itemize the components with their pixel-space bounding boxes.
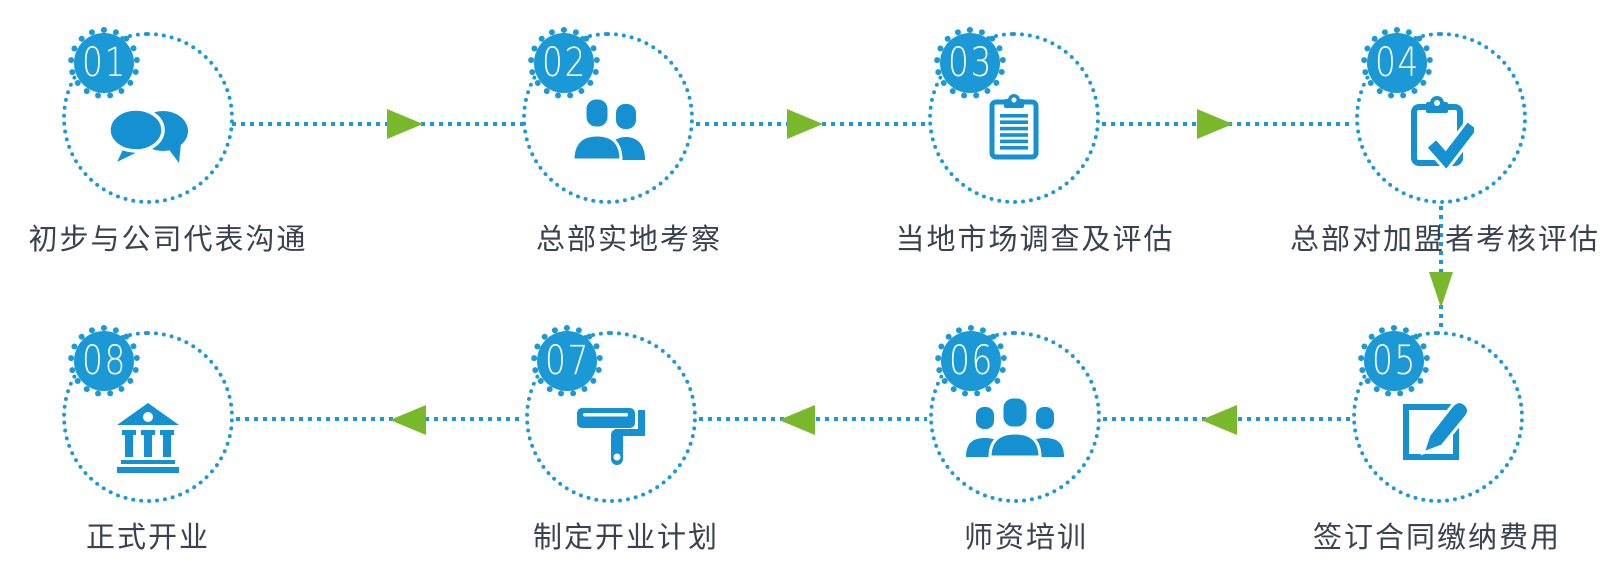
people-group-icon [966,395,1064,459]
step-label: 总部对加盟者考核评估 [1289,222,1600,256]
step-number-badge: 04 [1361,27,1433,99]
step-label: 总部实地考察 [535,222,723,256]
step-number-badge: 06 [935,325,1007,397]
step-number: 02 [541,40,587,86]
step-label: 初步与公司代表沟通 [28,222,308,256]
arrow-down-icon [1429,272,1453,308]
step-number-badge: 01 [68,27,140,99]
step-number-badge: 02 [528,27,600,99]
step-circle [522,32,694,204]
step-circle [62,32,234,204]
step-circle [929,331,1101,503]
clipboard-list-icon [989,94,1039,160]
step-label: 签订合同缴纳费用 [1312,520,1562,554]
step-number: 04 [1374,40,1420,86]
step-number-badge: 05 [1358,325,1430,397]
step-number-badge: 03 [934,27,1006,99]
step-number: 03 [947,40,993,86]
connector-step7-step8 [236,417,523,421]
step-label: 正式开业 [85,520,211,554]
edit-pencil-icon [1403,400,1470,460]
chat-bubbles-icon [107,107,188,168]
bank-building-icon [117,403,179,473]
arrow-left-icon [1201,405,1237,435]
arrow-left-icon [779,405,815,435]
step-circle [1352,331,1524,503]
step-number-badge: 08 [68,325,140,397]
arrow-right-icon [787,109,823,139]
two-people-icon [571,98,645,162]
step-circle [525,331,697,503]
paint-roller-icon [577,408,645,465]
arrow-left-icon [390,405,426,435]
step-number: 06 [948,338,994,384]
step-number: 08 [81,338,127,384]
step-circle [62,331,234,503]
step-number-badge: 07 [531,325,603,397]
step-circle [928,32,1100,204]
step-label: 师资培训 [963,520,1089,554]
step-label: 制定开业计划 [532,520,720,554]
step-number: 07 [544,338,590,384]
arrow-right-icon [1197,109,1233,139]
step-number: 05 [1371,338,1417,384]
step-label: 当地市场调查及评估 [895,222,1175,256]
step-number: 01 [81,40,127,86]
arrow-right-icon [387,109,423,139]
connector-step4-step5 [1439,206,1443,332]
connector-step1-step2 [232,122,524,126]
step-circle [1355,32,1527,204]
clipboard-check-icon [1411,96,1474,174]
